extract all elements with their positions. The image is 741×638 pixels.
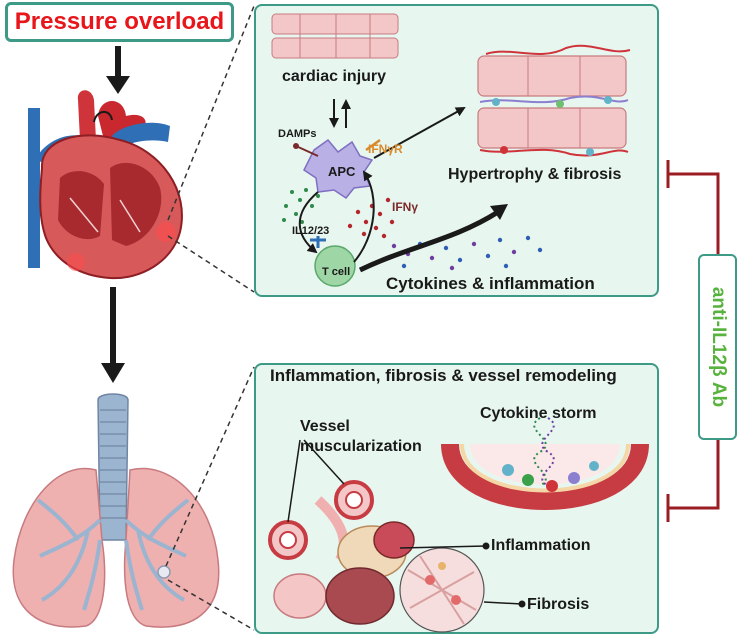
pressure-overload-label: Pressure overload bbox=[5, 2, 234, 42]
vessel-cross-section bbox=[441, 417, 649, 510]
t-cell bbox=[310, 236, 356, 287]
fibrosis-pointer bbox=[483, 601, 523, 605]
anti-il12b-antibody-box: anti-IL12β Ab bbox=[698, 254, 737, 440]
anti-il12b-antibody-label: anti-IL12β Ab bbox=[707, 286, 729, 408]
ifng-dots bbox=[347, 197, 395, 239]
arrow-to-hypertrophy bbox=[373, 107, 466, 159]
arrow-to-cytokines bbox=[358, 209, 500, 273]
inflammation-pointer bbox=[399, 545, 487, 549]
il12-dots bbox=[282, 188, 320, 224]
alveoli-cluster bbox=[273, 496, 415, 625]
t-cell-label: T cell bbox=[322, 266, 351, 278]
lung-panel-title: Inflammation, fibrosis & vessel remodeli… bbox=[270, 366, 617, 385]
ifng-label: IFNγ bbox=[392, 200, 419, 214]
arrow-tcell-to-apc bbox=[353, 170, 375, 263]
zoom-line-lung-top bbox=[165, 366, 255, 567]
lung-illustration bbox=[12, 393, 220, 628]
il12-23-label: IL12/23 bbox=[292, 225, 330, 237]
zoom-line-heart-top bbox=[167, 5, 255, 221]
apc-cell bbox=[293, 138, 381, 200]
cardiomyocyte-strip bbox=[271, 13, 399, 59]
ifngr-label: IFNγR bbox=[368, 142, 403, 156]
heart-illustration bbox=[28, 90, 183, 280]
arrow-to-cytokines-head bbox=[490, 204, 508, 220]
apc-label: APC bbox=[328, 164, 356, 179]
cytokines-inflammation-label: Cytokines & inflammation bbox=[386, 274, 595, 293]
cytokine-storm-label: Cytokine storm bbox=[480, 405, 597, 422]
cytokine-dots bbox=[391, 235, 543, 271]
zoom-line-lung-bottom bbox=[167, 579, 255, 631]
arrow-apc-to-tcell bbox=[298, 191, 319, 254]
vessel-label-line1: Vessel bbox=[300, 418, 350, 435]
inhibition-bracket bbox=[666, 160, 720, 522]
vessel-label-line2: muscularization bbox=[300, 438, 422, 455]
hypertrophic-myocytes bbox=[477, 44, 631, 157]
fibrosis-pointer-dot bbox=[518, 600, 526, 608]
cardiac-injury-label: cardiac injury bbox=[282, 68, 387, 85]
fibrosis-label: Fibrosis bbox=[527, 596, 590, 613]
arrow-down-to-lung bbox=[101, 287, 125, 383]
muscularized-vessels bbox=[268, 439, 374, 560]
inflammation-label: Inflammation bbox=[491, 537, 591, 554]
inflammation-pointer-dot bbox=[482, 542, 490, 550]
fibrosis-magnifier bbox=[399, 547, 485, 633]
damps-label: DAMPs bbox=[278, 128, 317, 140]
hypertrophy-fibrosis-label: Hypertrophy & fibrosis bbox=[448, 166, 622, 183]
zoom-line-heart-bottom bbox=[167, 235, 255, 293]
arrow-down-to-heart bbox=[106, 46, 130, 94]
